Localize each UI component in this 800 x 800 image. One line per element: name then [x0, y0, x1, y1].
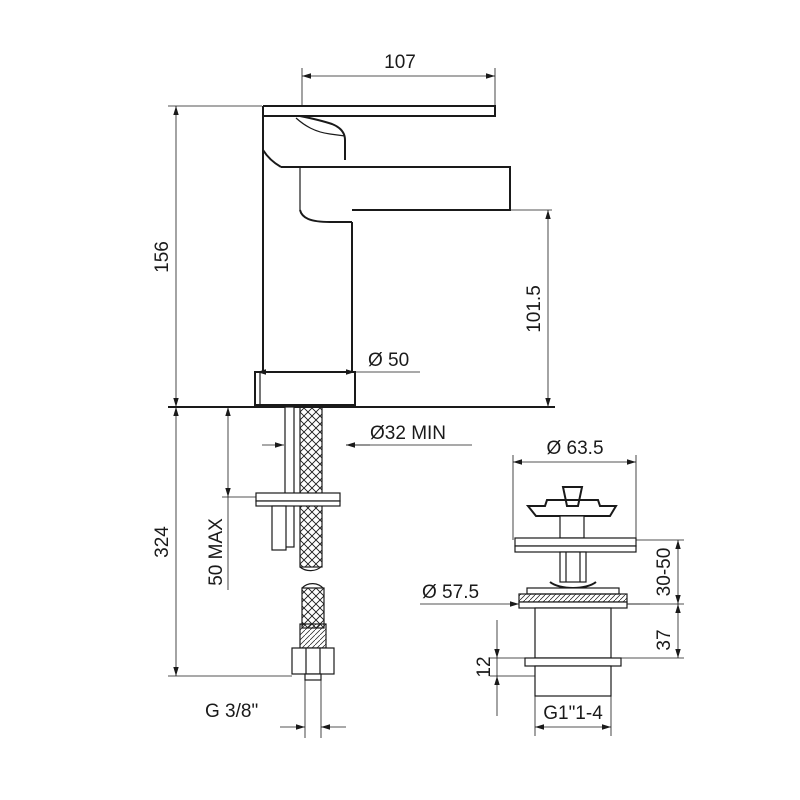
dim-waste-thread-height: 12: [474, 620, 535, 716]
dim-total-height: 156: [152, 105, 262, 407]
dim-waste-body-height: 37: [611, 604, 684, 659]
dim-label-diameter-57-5: Ø 57.5: [422, 582, 479, 603]
under-deck-assembly: [255, 406, 341, 681]
dim-label-diameter-63-5: Ø 63.5: [546, 438, 603, 459]
dim-label-37: 37: [654, 629, 675, 650]
dim-label-107: 107: [384, 52, 416, 73]
dim-spout-height: 101.5: [510, 209, 552, 407]
dim-label-324: 324: [152, 526, 173, 558]
dim-spout-depth: 107: [301, 52, 496, 106]
dim-hose-thread: G 3/8": [205, 680, 346, 738]
dim-label-g1-1-4: G1"1-4: [543, 703, 603, 724]
faucet-body: [254, 105, 511, 406]
dim-waste-thread: G1"1-4: [534, 696, 612, 736]
dim-waste-top-diameter: Ø 63.5: [512, 438, 637, 540]
dim-label-g-3-8: G 3/8": [205, 701, 258, 722]
dim-label-101-5: 101.5: [524, 285, 545, 333]
dim-base-diameter: Ø 50: [257, 350, 420, 375]
dim-waste-adjust-range: 30-50: [627, 539, 684, 605]
dim-max-deck-thickness: 50 MAX: [206, 407, 256, 590]
dim-label-diameter-32-min: Ø32 MIN: [370, 423, 446, 444]
dim-label-12: 12: [474, 656, 495, 677]
dim-label-50-max: 50 MAX: [206, 518, 227, 586]
dim-label-diameter-50: Ø 50: [368, 350, 409, 371]
dim-label-156: 156: [152, 241, 173, 273]
dim-below-deck-length: 324: [152, 407, 292, 677]
dim-label-30-50: 30-50: [654, 548, 675, 597]
dim-hole-diameter: Ø32 MIN: [262, 423, 472, 448]
waste-valve: [514, 486, 637, 697]
